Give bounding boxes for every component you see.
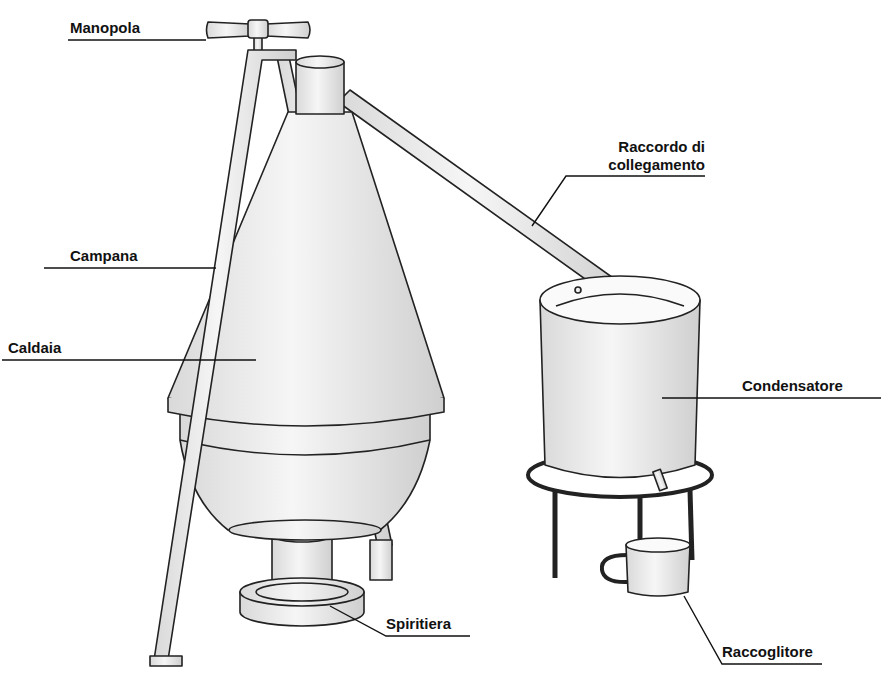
boiler xyxy=(180,410,430,530)
boiler-seam xyxy=(180,440,430,455)
leader-line xyxy=(662,397,881,398)
part-label: Caldaia xyxy=(8,339,208,357)
leader-line xyxy=(68,39,206,40)
condenser-coil xyxy=(556,294,684,306)
stand-leg xyxy=(154,50,296,660)
neck-top xyxy=(296,56,344,68)
mug-handle xyxy=(602,555,628,582)
leader-line xyxy=(2,359,256,360)
condenser-top xyxy=(540,276,700,324)
condenser-tap xyxy=(653,469,667,491)
stand-foot xyxy=(370,540,392,580)
handle-grip xyxy=(207,22,251,38)
burner-dish xyxy=(240,578,364,606)
handle-hub xyxy=(248,20,268,38)
mug-rim xyxy=(626,538,690,552)
boiler-bottom xyxy=(229,520,381,540)
part-label: Condensatore xyxy=(742,377,877,395)
part-label: Campana xyxy=(70,247,210,265)
part-label: Raccordo di collegamento xyxy=(575,138,705,174)
bell-neck xyxy=(296,62,344,114)
part-label: Raccoglitore xyxy=(722,643,872,661)
leader-line xyxy=(532,176,705,226)
leader-line xyxy=(44,267,216,268)
bell-rim xyxy=(168,398,444,426)
condenser-tank xyxy=(540,300,700,478)
part-label: Manopola xyxy=(70,19,200,37)
handle-grip xyxy=(266,22,310,38)
condenser-leg xyxy=(553,490,558,578)
burner-dish-rim xyxy=(256,583,348,601)
part-label: Spiritiera xyxy=(386,615,476,633)
stand-foot xyxy=(150,656,182,666)
condenser-vent xyxy=(575,287,581,293)
